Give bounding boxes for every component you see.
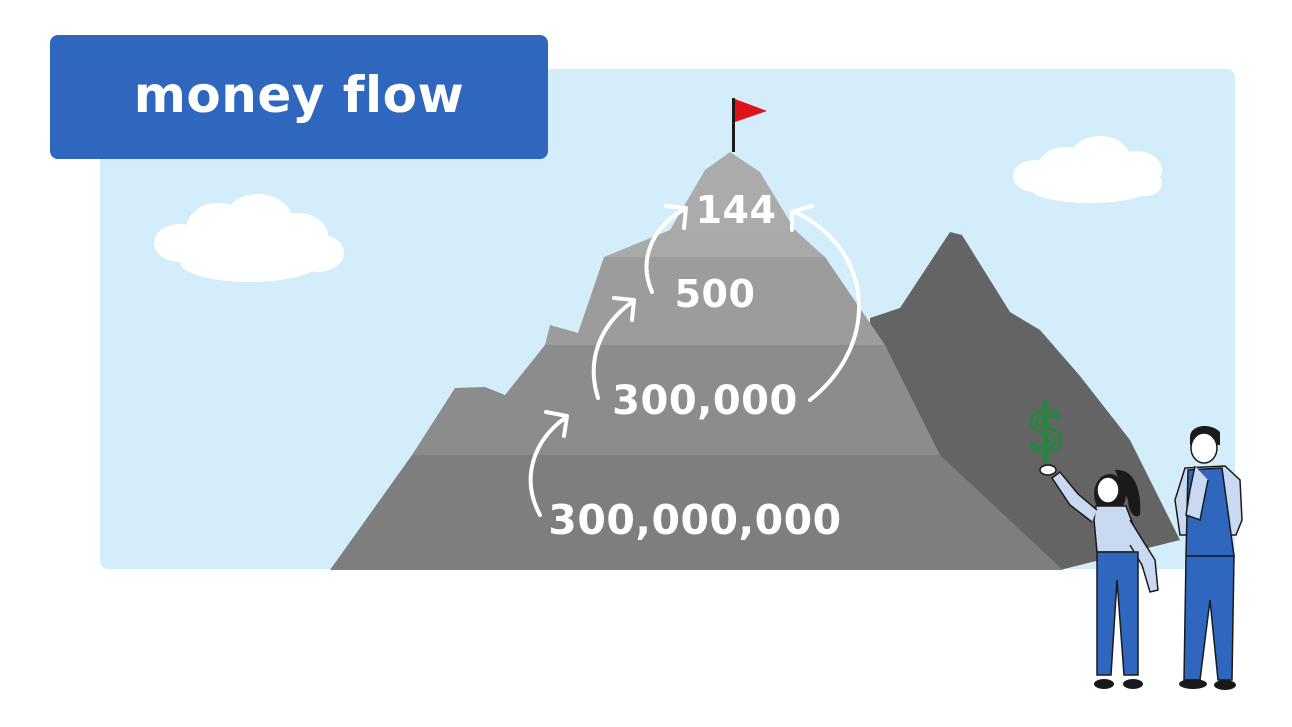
curved-arrow-icon [591,296,636,400]
mountain-tier-2 [545,257,885,345]
man-figure [1174,425,1243,690]
tier-label-2: 500 [674,272,756,316]
curved-arrow-icon [644,204,688,294]
cloud-icon [1013,136,1162,203]
woman-figure [1039,464,1159,689]
cloud-icon [154,194,344,282]
curved-arrow-icon [528,410,569,517]
title-banner: money flow [50,35,548,159]
mountain-tier-3 [412,345,940,455]
curved-arrow-icon [790,204,861,402]
tier-label-3: 300,000 [612,378,798,424]
mountain-peak [670,152,795,230]
tier-label-4: 300,000,000 [548,496,842,544]
mountain-tier-4 [330,455,1063,570]
dollar-icon: $ [1024,393,1067,470]
svg-text:$: $ [1026,394,1067,468]
page-title: money flow [133,66,465,124]
mountain-tier-1 [604,230,825,257]
flag-icon [732,98,767,152]
tier-label-1: 144 [695,188,777,232]
